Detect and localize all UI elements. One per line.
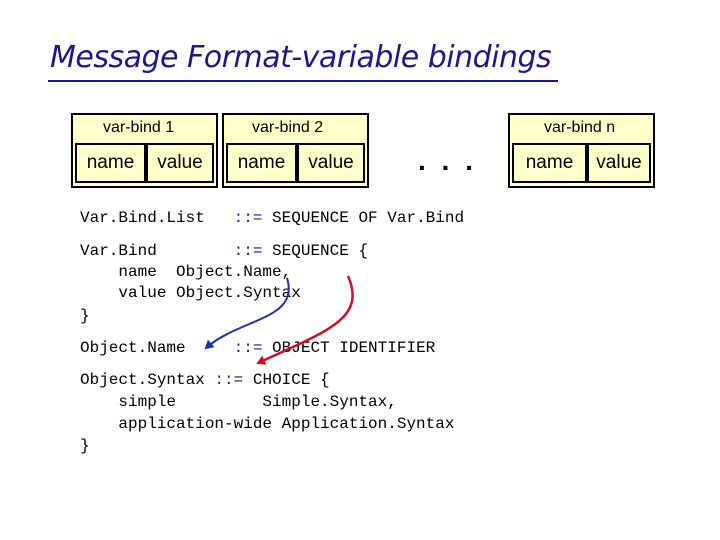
varbind-n-name: name xyxy=(512,143,587,183)
code-line-varbind: Var.Bind ::= SEQUENCE { xyxy=(80,242,369,260)
varbind-2-label: var-bind 2 xyxy=(252,119,324,136)
code-line-simple: simple Simple.Syntax, xyxy=(80,393,397,411)
code-line-application-wide: application-wide Application.Syntax xyxy=(80,415,455,433)
varbind-1-name: name xyxy=(75,143,146,183)
arrow-value-to-objectsyntax xyxy=(256,275,354,365)
ellipsis: . . . xyxy=(418,145,477,176)
code-line-close-brace: } xyxy=(80,307,90,325)
code-line-close-brace-2: } xyxy=(80,437,90,455)
code-line-name-field: name Object.Name, xyxy=(80,263,292,281)
code-line-objectname: Object.Name ::= OBJECT IDENTIFIER xyxy=(80,339,436,357)
varbind-1-label: var-bind 1 xyxy=(103,119,175,136)
page-title: Message Format-variable bindings xyxy=(50,40,552,75)
varbind-n-label: var-bind n xyxy=(544,119,616,136)
varbind-1-value: value xyxy=(146,143,214,183)
varbind-2-value: value xyxy=(297,143,365,183)
arrow-name-to-objectname xyxy=(204,277,290,350)
varbind-2-name: name xyxy=(226,143,297,183)
title-underline xyxy=(48,80,558,82)
code-line-objectsyntax: Object.Syntax ::= CHOICE { xyxy=(80,371,330,389)
varbind-n-value: value xyxy=(587,143,651,183)
code-line-value-field: value Object.Syntax xyxy=(80,284,301,302)
code-line-varbindlist: Var.Bind.List ::= SEQUENCE OF Var.Bind xyxy=(80,209,465,227)
